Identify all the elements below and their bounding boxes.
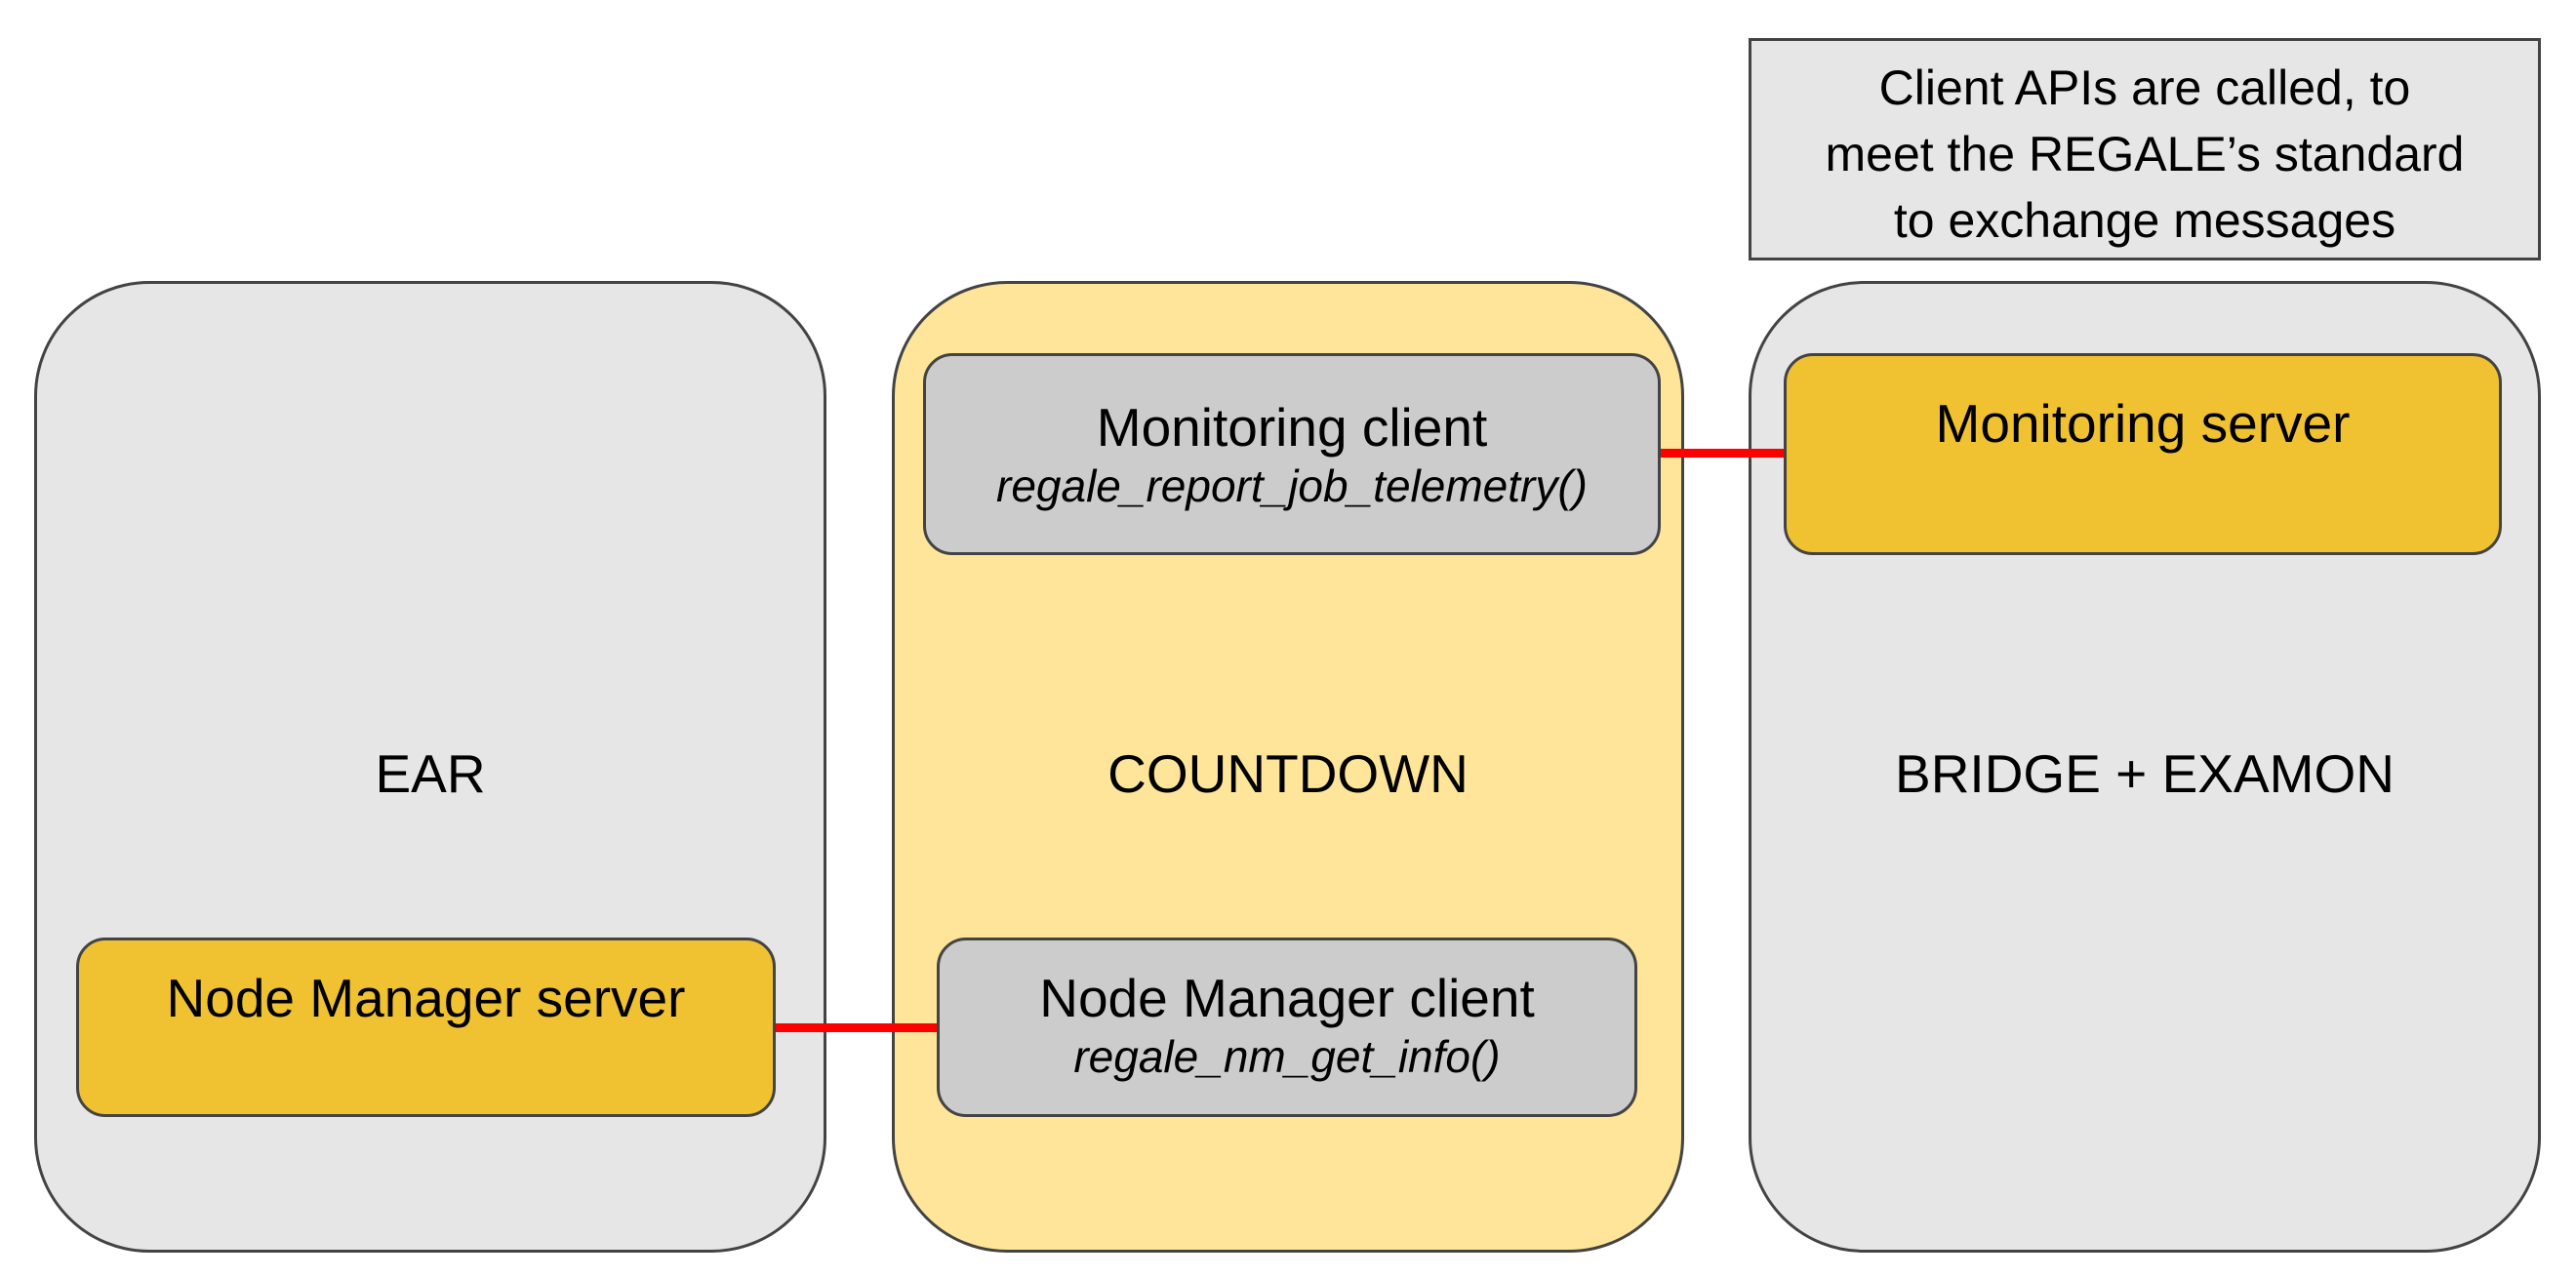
note-line-1: Client APIs are called, to	[1878, 60, 2411, 115]
note-line-2: meet the REGALE’s standard	[1825, 127, 2465, 181]
monitoring-server-box: Monitoring server	[1784, 353, 2502, 555]
node-manager-server-title: Node Manager server	[166, 968, 686, 1028]
node-manager-server-box: Node Manager server	[76, 938, 776, 1117]
monitoring-client-title: Monitoring client	[1096, 397, 1488, 458]
monitoring-client-box: Monitoring client regale_report_job_tele…	[923, 353, 1661, 555]
client-api-note: Client APIs are called, to meet the REGA…	[1749, 38, 2541, 260]
monitoring-connector	[1659, 449, 1786, 458]
ear-panel-label: EAR	[375, 743, 486, 804]
bridge-examon-panel-label: BRIDGE + EXAMON	[1895, 743, 2395, 804]
countdown-panel-label: COUNTDOWN	[1107, 743, 1469, 804]
node-manager-connector	[771, 1023, 942, 1032]
node-manager-client-api: regale_nm_get_info()	[1073, 1031, 1501, 1082]
monitoring-client-api: regale_report_job_telemetry()	[996, 460, 1588, 511]
monitoring-server-title: Monitoring server	[1935, 393, 2351, 454]
node-manager-client-box: Node Manager client regale_nm_get_info()	[937, 938, 1637, 1117]
node-manager-client-title: Node Manager client	[1039, 968, 1535, 1028]
note-line-3: to exchange messages	[1893, 193, 2396, 248]
